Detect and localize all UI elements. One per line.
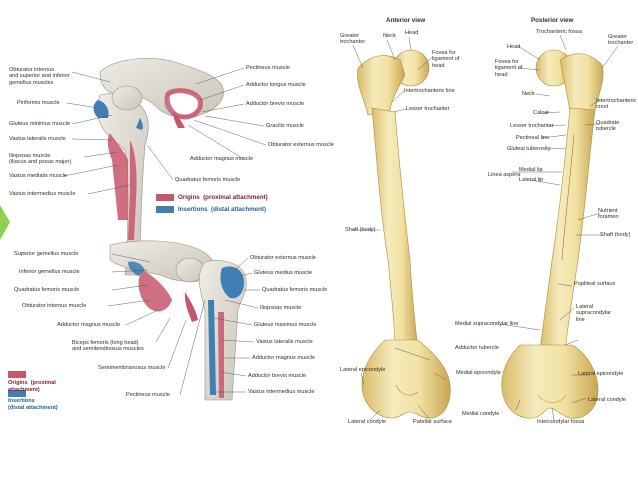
hip-posterior-illustration	[109, 240, 247, 401]
label-semimembranosus: Semimembranosus muscle	[98, 365, 166, 371]
label-greater-trochanter-ant: Greater trochanter	[340, 33, 366, 46]
label-nutrient-foramen: Nutrient foramen	[598, 208, 619, 221]
label-neck-ant: Neck	[383, 33, 396, 39]
label-medial-supracondylar-line: Medial supracondylar line	[455, 321, 519, 327]
label-intercondylar-fossa: Intercondylar fossa	[537, 419, 585, 425]
label-obturator-internus: Obturator internus and superior and infe…	[9, 67, 70, 86]
label-obturator-externus: Obturator externus muscle	[268, 142, 334, 148]
anterior-view-title: Anterior view	[386, 17, 426, 24]
legend-origins-b: Origins (proximal attachment)	[8, 380, 56, 393]
label-shaft-ant: Shaft (body)	[345, 227, 376, 233]
label-vastus-intermedius-b: Vastus intermedius muscle	[248, 389, 315, 395]
label-adductor-magnus-b: Adductor magnus muscle	[57, 322, 121, 328]
label-piriformis: Piriformis muscle	[17, 100, 60, 106]
label-calcar: Calcar	[533, 110, 550, 116]
label-lesser-trochanter-post: Lesser trochanter	[510, 123, 554, 129]
label-quadratus-femoris: Quadratus femoris muscle	[175, 177, 241, 183]
label-adductor-brevis-b: Adductor brevis muscle	[248, 373, 307, 379]
label-pectineus: Pectineus muscle	[246, 65, 290, 71]
label-pectineus-b: Pectineus muscle	[126, 392, 170, 398]
label-popliteal-surface: Popliteal surface	[574, 281, 616, 287]
label-greater-trochanter-post: Greater trochanter	[608, 34, 634, 47]
insertions-swatch-b	[8, 390, 26, 397]
label-intertrochanteric-crest: Intertrochanteric crest	[596, 98, 637, 111]
label-intertrochanteric-line: Intertrochanteric line	[404, 88, 455, 94]
label-gluteus-minimus: Gluteus minimus muscle	[9, 121, 70, 127]
label-quadratus-femoris-b: Quadratus femoris muscle	[14, 287, 80, 293]
label-medial-epicondyle-ant: Medial epicondyle	[456, 370, 501, 376]
label-gluteus-maximus: Gluteus maximus muscle	[254, 322, 317, 328]
label-quadratus-femoris-b2: Quadratus femoris muscle	[262, 287, 328, 293]
anterior-leaders	[352, 36, 447, 421]
label-gluteal-tuberosity: Gluteal tuberosity	[507, 146, 551, 152]
legend-insertions-a: Insertions (distal attachment)	[178, 206, 267, 213]
label-iliopsoas: Iliopsoas muscle (iliacus and psoas majo…	[9, 153, 72, 166]
label-head-post: Head	[507, 44, 521, 50]
label-vastus-lateralis: Vastus lateralis muscle	[9, 136, 66, 142]
posterior-view-title: Posterior view	[531, 17, 574, 24]
label-fovea-ant: Fovea for ligament of head	[432, 50, 460, 69]
label-gracilis: Gracilis muscle	[266, 123, 304, 129]
green-corner-shape	[0, 205, 10, 240]
label-gluteus-medius: Gluteus medius muscle	[254, 270, 313, 276]
legend-origins-a: Origins (proximal attachment)	[178, 194, 268, 201]
insertions-swatch-a	[156, 206, 174, 213]
label-pectineal-line: Pectineal line	[516, 135, 550, 141]
label-adductor-brevis: Adductor brevis muscle	[246, 101, 305, 107]
label-vastus-intermedius: Vastus intermedius muscle	[9, 191, 76, 197]
label-lateral-epicondyle-ant: Lateral epicondyle	[340, 367, 386, 373]
label-biceps-femoris: Biceps femoris (long head) and semitendi…	[72, 340, 144, 353]
femur-posterior-illustration	[501, 49, 604, 419]
label-patellar-surface: Patellar surface	[413, 419, 452, 425]
label-adductor-longus: Adductor longus muscle	[246, 82, 306, 88]
label-adductor-tubercle: Adductor tubercle	[455, 345, 499, 351]
label-inferior-gemellus: Inferior gemellus muscle	[19, 269, 80, 275]
label-vastus-lateralis-b: Vastus lateralis muscle	[256, 339, 313, 345]
label-medial-lip: Medial lip	[519, 167, 543, 173]
label-head-ant: Head	[405, 30, 419, 36]
label-lateral-condyle-post: Lateral condyle	[588, 397, 626, 403]
label-neck-post: Neck	[522, 91, 535, 97]
label-lateral-condyle-ant: Lateral condyle	[348, 419, 386, 425]
label-adductor-magnus: Adductor magnus muscle	[190, 156, 254, 162]
label-linea-aspera: Linea aspera	[488, 172, 521, 178]
origins-swatch-a	[156, 194, 174, 201]
label-lateral-epicondyle-post: Lateral epicondyle	[578, 371, 624, 377]
label-vastus-medialis: Vastus medialis muscle	[9, 173, 68, 179]
posterior-leaders	[499, 34, 619, 421]
label-shaft-post: Shaft (body)	[600, 232, 631, 238]
origins-swatch-b	[8, 371, 26, 378]
panel-a-leaders	[63, 67, 267, 195]
label-obturator-externus-b: Obturator externus muscle	[250, 255, 316, 261]
label-fovea-post: Fovea for ligament of head	[495, 59, 523, 78]
panel-b-leaders	[107, 253, 260, 396]
label-trochanteric-fossa: Trochanteric fossa	[536, 29, 582, 35]
label-lateral-lip: Lateral lip	[519, 177, 544, 183]
label-superior-gemellus: Superior gemellus muscle	[14, 251, 79, 257]
label-quadrate-tubercle: Quadrate tubercle	[596, 120, 620, 133]
hip-anterior-illustration	[93, 58, 224, 276]
label-medial-condyle: Medial condyle	[462, 411, 500, 417]
label-adductor-magnus-b2: Adductor magnus muscle	[252, 355, 316, 361]
label-iliopsoas-b: Iliopsoas muscle	[260, 305, 302, 311]
label-obturator-internus-b: Obturator internus muscle	[22, 303, 87, 309]
label-lesser-trochanter-ant: Lesser trochanter	[406, 106, 450, 112]
label-lateral-supracondylar-line: Lateral supracondylar line	[576, 304, 612, 323]
legend-insertions-b: Insertions (distal attachment)	[8, 398, 58, 411]
